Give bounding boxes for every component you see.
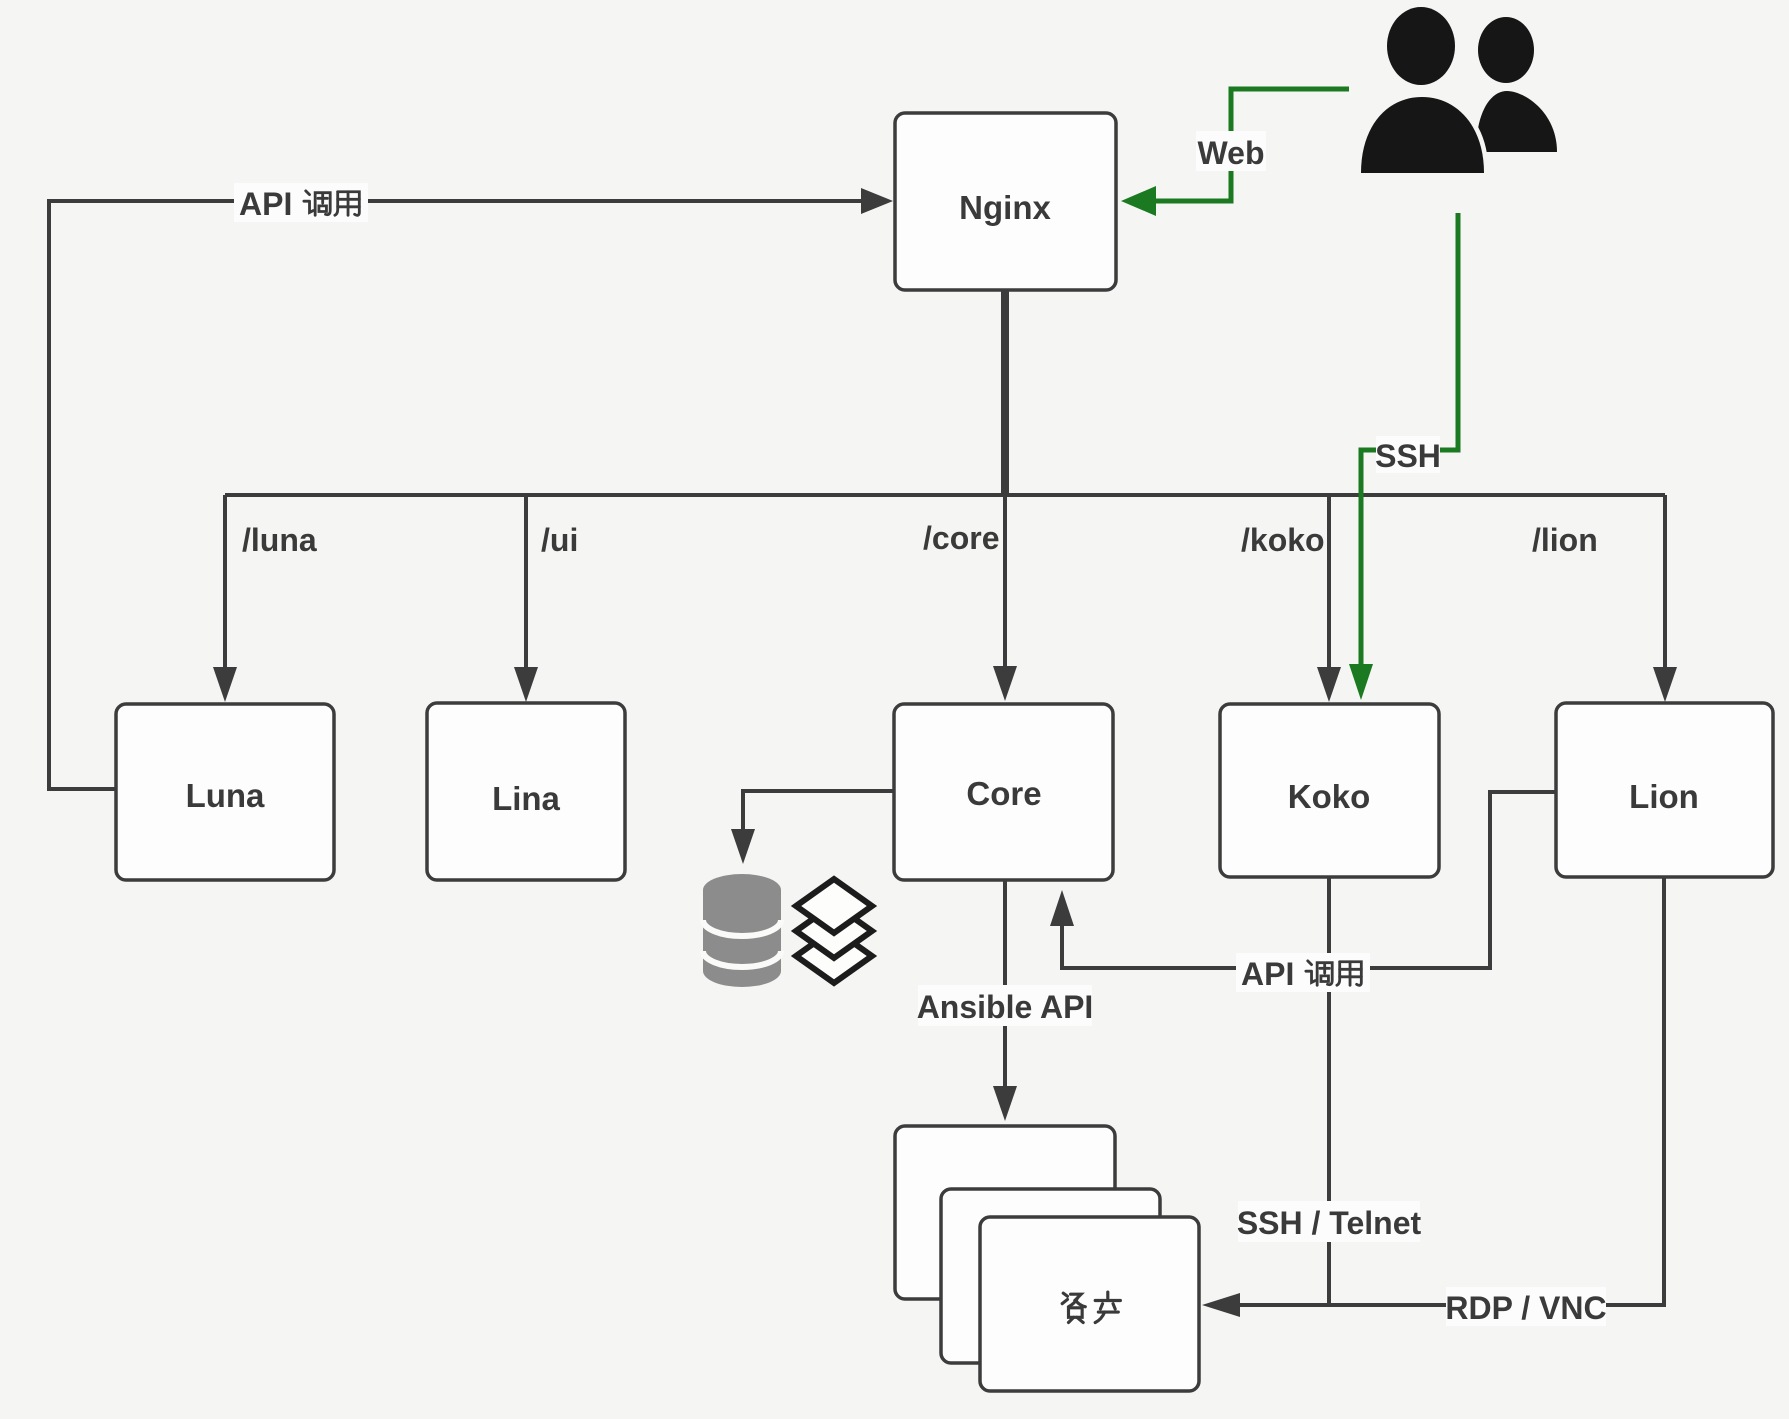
svg-text:Web: Web bbox=[1198, 135, 1265, 171]
svg-text:Lion: Lion bbox=[1629, 778, 1699, 815]
svg-text:API: API bbox=[239, 186, 292, 222]
svg-text:Nginx: Nginx bbox=[959, 189, 1051, 226]
svg-text:Koko: Koko bbox=[1288, 778, 1371, 815]
svg-text:/luna: /luna bbox=[242, 522, 317, 558]
svg-text:Core: Core bbox=[966, 775, 1041, 812]
svg-text:SSH: SSH bbox=[1375, 438, 1441, 474]
svg-text:/ui: /ui bbox=[541, 522, 578, 558]
svg-text:/koko: /koko bbox=[1241, 522, 1325, 558]
svg-text:SSH / Telnet: SSH / Telnet bbox=[1237, 1205, 1422, 1241]
svg-text:API: API bbox=[1241, 956, 1294, 992]
svg-text:/core: /core bbox=[923, 520, 999, 556]
svg-text:/lion: /lion bbox=[1532, 522, 1598, 558]
svg-text:Lina: Lina bbox=[492, 780, 560, 817]
svg-text:Ansible API: Ansible API bbox=[917, 989, 1094, 1025]
svg-text:RDP / VNC: RDP / VNC bbox=[1445, 1290, 1606, 1326]
svg-text:Luna: Luna bbox=[186, 777, 265, 814]
